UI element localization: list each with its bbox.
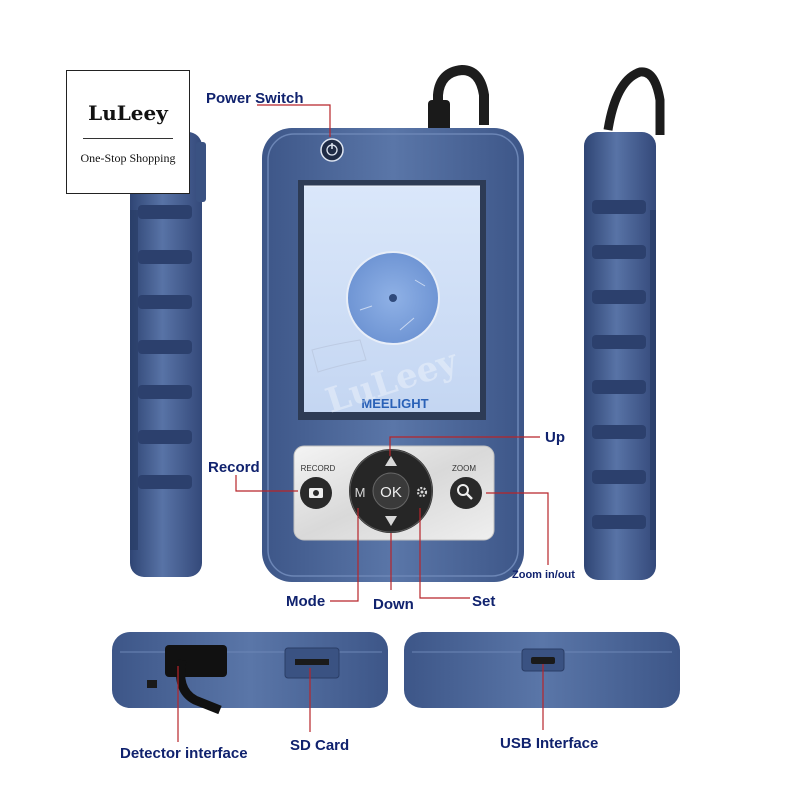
store-logo-name: LuLeey	[88, 101, 168, 125]
gear-icon	[416, 486, 428, 498]
usb-port	[521, 648, 565, 672]
bottom-right-view	[404, 632, 680, 708]
left-side-view	[130, 132, 206, 577]
callout-power-switch: Power Switch	[206, 90, 304, 107]
bottom-left-view	[112, 632, 388, 715]
ok-button[interactable]: OK	[372, 472, 410, 510]
sd-card-slot	[284, 647, 340, 679]
set-button[interactable]	[416, 486, 428, 498]
front-device: MEELIGHT LuLeey RECORD ZOOM	[262, 128, 524, 582]
ok-button-label: OK	[380, 484, 402, 501]
callout-down: Down	[373, 596, 414, 613]
magnifier-icon	[457, 484, 473, 500]
callout-detector: Detector interface	[120, 745, 248, 762]
store-logo: LuLeey One-Stop Shopping	[66, 70, 190, 194]
up-arrow-icon[interactable]	[385, 456, 397, 466]
probe-cable	[428, 64, 489, 132]
down-arrow-icon[interactable]	[385, 516, 397, 526]
callout-record: Record	[208, 459, 260, 476]
mode-button[interactable]: M	[355, 485, 366, 500]
zoom-button[interactable]	[450, 477, 482, 509]
record-button-label: RECORD	[301, 464, 336, 473]
zoom-button-label: ZOOM	[452, 464, 476, 473]
power-button[interactable]	[320, 138, 344, 162]
callout-zoom: Zoom in/out	[512, 569, 575, 581]
logo-divider	[83, 138, 173, 139]
callout-set: Set	[472, 593, 495, 610]
callout-mode: Mode	[286, 593, 325, 610]
control-panel: RECORD ZOOM M	[293, 445, 495, 541]
callout-sd-card: SD Card	[290, 737, 349, 754]
callout-labels: Power Switch Record Up Zoom in/out Mode …	[120, 90, 598, 762]
callout-up: Up	[545, 429, 565, 446]
display-screen: MEELIGHT	[298, 180, 486, 420]
store-logo-tagline: One-Stop Shopping	[80, 151, 176, 165]
detector-port	[165, 645, 227, 715]
right-side-view	[584, 67, 665, 580]
directional-pad: M OK	[349, 449, 433, 533]
callout-usb: USB Interface	[500, 735, 598, 752]
leader-lines	[177, 104, 549, 742]
screen-brand-text: MEELIGHT	[361, 396, 428, 411]
record-button[interactable]	[300, 477, 332, 509]
